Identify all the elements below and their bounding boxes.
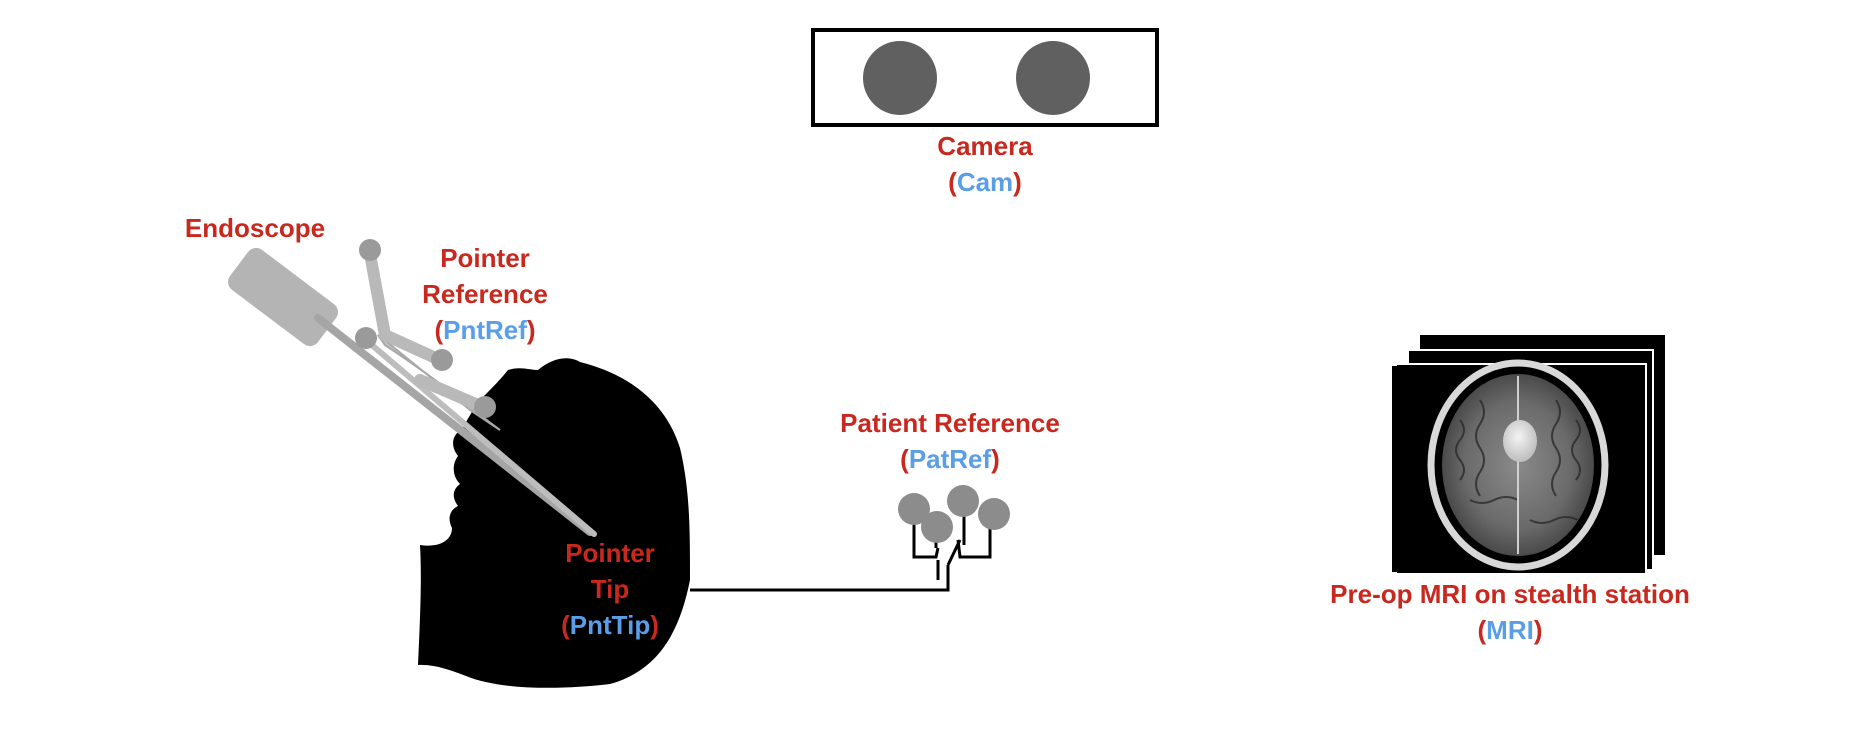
reference-marker-3	[947, 485, 979, 517]
close-paren: )	[650, 610, 659, 640]
pointer-tip-abbr-line: (PntTip)	[530, 607, 690, 643]
camera-label-abbr-line: (Cam)	[880, 164, 1090, 200]
patient-reference-frame	[690, 485, 1010, 592]
camera	[811, 28, 1159, 127]
pointer-reference-line1: Pointer	[440, 243, 530, 273]
camera-lens-right	[1016, 41, 1090, 115]
mri-label: Pre-op MRI on stealth station (MRI)	[1270, 576, 1750, 648]
pointer-body	[377, 334, 501, 431]
pointer-shaft	[357, 332, 597, 537]
mri-abbr: MRI	[1486, 615, 1534, 645]
mri-tumor	[1503, 420, 1537, 462]
endoscope-label-name: Endoscope	[184, 213, 326, 243]
pointer-marker-2	[355, 327, 377, 349]
pointer-reference-label: Pointer Reference (PntRef)	[400, 240, 570, 348]
open-paren: (	[900, 444, 909, 474]
endoscope-handle	[228, 247, 338, 347]
patient-reference-abbr-line: (PatRef)	[800, 441, 1100, 477]
pointer-marker-1	[359, 239, 381, 261]
patient-reference-name: Patient Reference	[840, 408, 1060, 438]
close-paren: )	[1533, 615, 1543, 645]
camera-label: Camera (Cam)	[880, 128, 1090, 200]
mri-label-name: Pre-op MRI on stealth station	[1330, 579, 1690, 609]
endoscope-shaft	[314, 314, 594, 536]
pointer-reference-line2: Reference	[422, 279, 548, 309]
mri-stack	[1392, 335, 1665, 575]
pointer-tip-label: Pointer Tip (PntTip)	[530, 535, 690, 643]
reference-marker-4	[978, 498, 1010, 530]
pointer-tip-abbr: PntTip	[569, 610, 651, 640]
reference-marker-2	[921, 511, 953, 543]
open-paren: (	[1477, 615, 1487, 645]
camera-abbr: Cam	[956, 167, 1014, 197]
close-paren: )	[991, 444, 1000, 474]
pointer-arm-low	[414, 374, 491, 414]
open-paren: (	[948, 167, 957, 197]
reference-connector	[690, 565, 950, 592]
mri-abbr-line: (MRI)	[1270, 612, 1750, 648]
close-paren: )	[1013, 167, 1022, 197]
camera-label-name: Camera	[937, 131, 1033, 161]
pointer-arm-top	[364, 248, 391, 341]
endoscope-label: Endoscope	[160, 210, 350, 246]
open-paren: (	[434, 315, 444, 345]
pointer-tip-line2: Tip	[590, 574, 630, 604]
pointer-reference-abbr-line: (PntRef)	[400, 312, 570, 348]
pointer-marker-4	[474, 396, 496, 418]
patient-reference-label: Patient Reference (PatRef)	[800, 405, 1100, 477]
endoscope-instrument	[228, 239, 597, 537]
mri-sulci	[1455, 399, 1581, 524]
close-paren: )	[526, 315, 536, 345]
camera-lens-left	[863, 41, 937, 115]
reference-stand	[912, 500, 992, 580]
patient-reference-abbr: PatRef	[908, 444, 992, 474]
mri-skull	[1427, 359, 1609, 571]
pointer-arm-mid	[379, 329, 446, 366]
pointer-marker-3	[431, 349, 453, 371]
pointer-tip-line1: Pointer	[565, 538, 655, 568]
reference-marker-1	[898, 493, 930, 525]
pointer-reference-abbr: PntRef	[443, 315, 527, 345]
open-paren: (	[561, 610, 570, 640]
